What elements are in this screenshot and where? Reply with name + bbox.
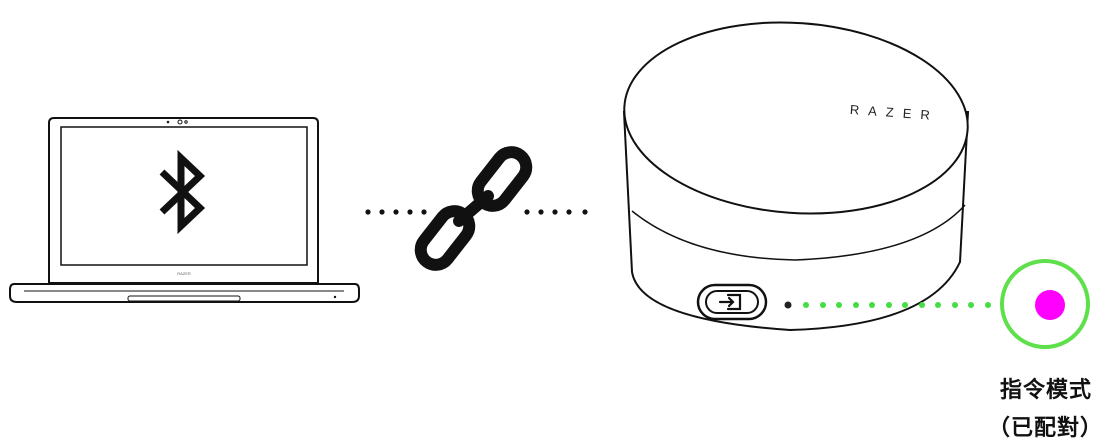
pairing-button-icon <box>718 293 742 311</box>
device-band <box>631 204 966 261</box>
laptop-trackpad-edge <box>127 295 241 302</box>
device-top <box>623 21 969 215</box>
laptop-base <box>9 283 360 303</box>
pairing-button[interactable] <box>696 283 768 321</box>
device-brand-logo: RAZER <box>849 102 939 123</box>
link-icon <box>414 146 533 271</box>
indicator-dots <box>803 302 991 308</box>
connection-dots-left <box>365 209 427 215</box>
indicator-light <box>1035 290 1065 320</box>
status-label: （已配對） <box>988 416 1104 441</box>
razer-device: RAZER <box>622 21 970 332</box>
connection-dots-right <box>524 209 588 215</box>
device-status-led <box>784 301 792 309</box>
laptop-camera <box>166 119 188 125</box>
laptop-brand: RAZER <box>177 271 191 276</box>
status-indicator <box>1000 259 1090 349</box>
bluetooth-icon <box>159 149 206 235</box>
mode-label: 指令模式 <box>1000 378 1093 403</box>
laptop: RAZER <box>9 117 360 303</box>
